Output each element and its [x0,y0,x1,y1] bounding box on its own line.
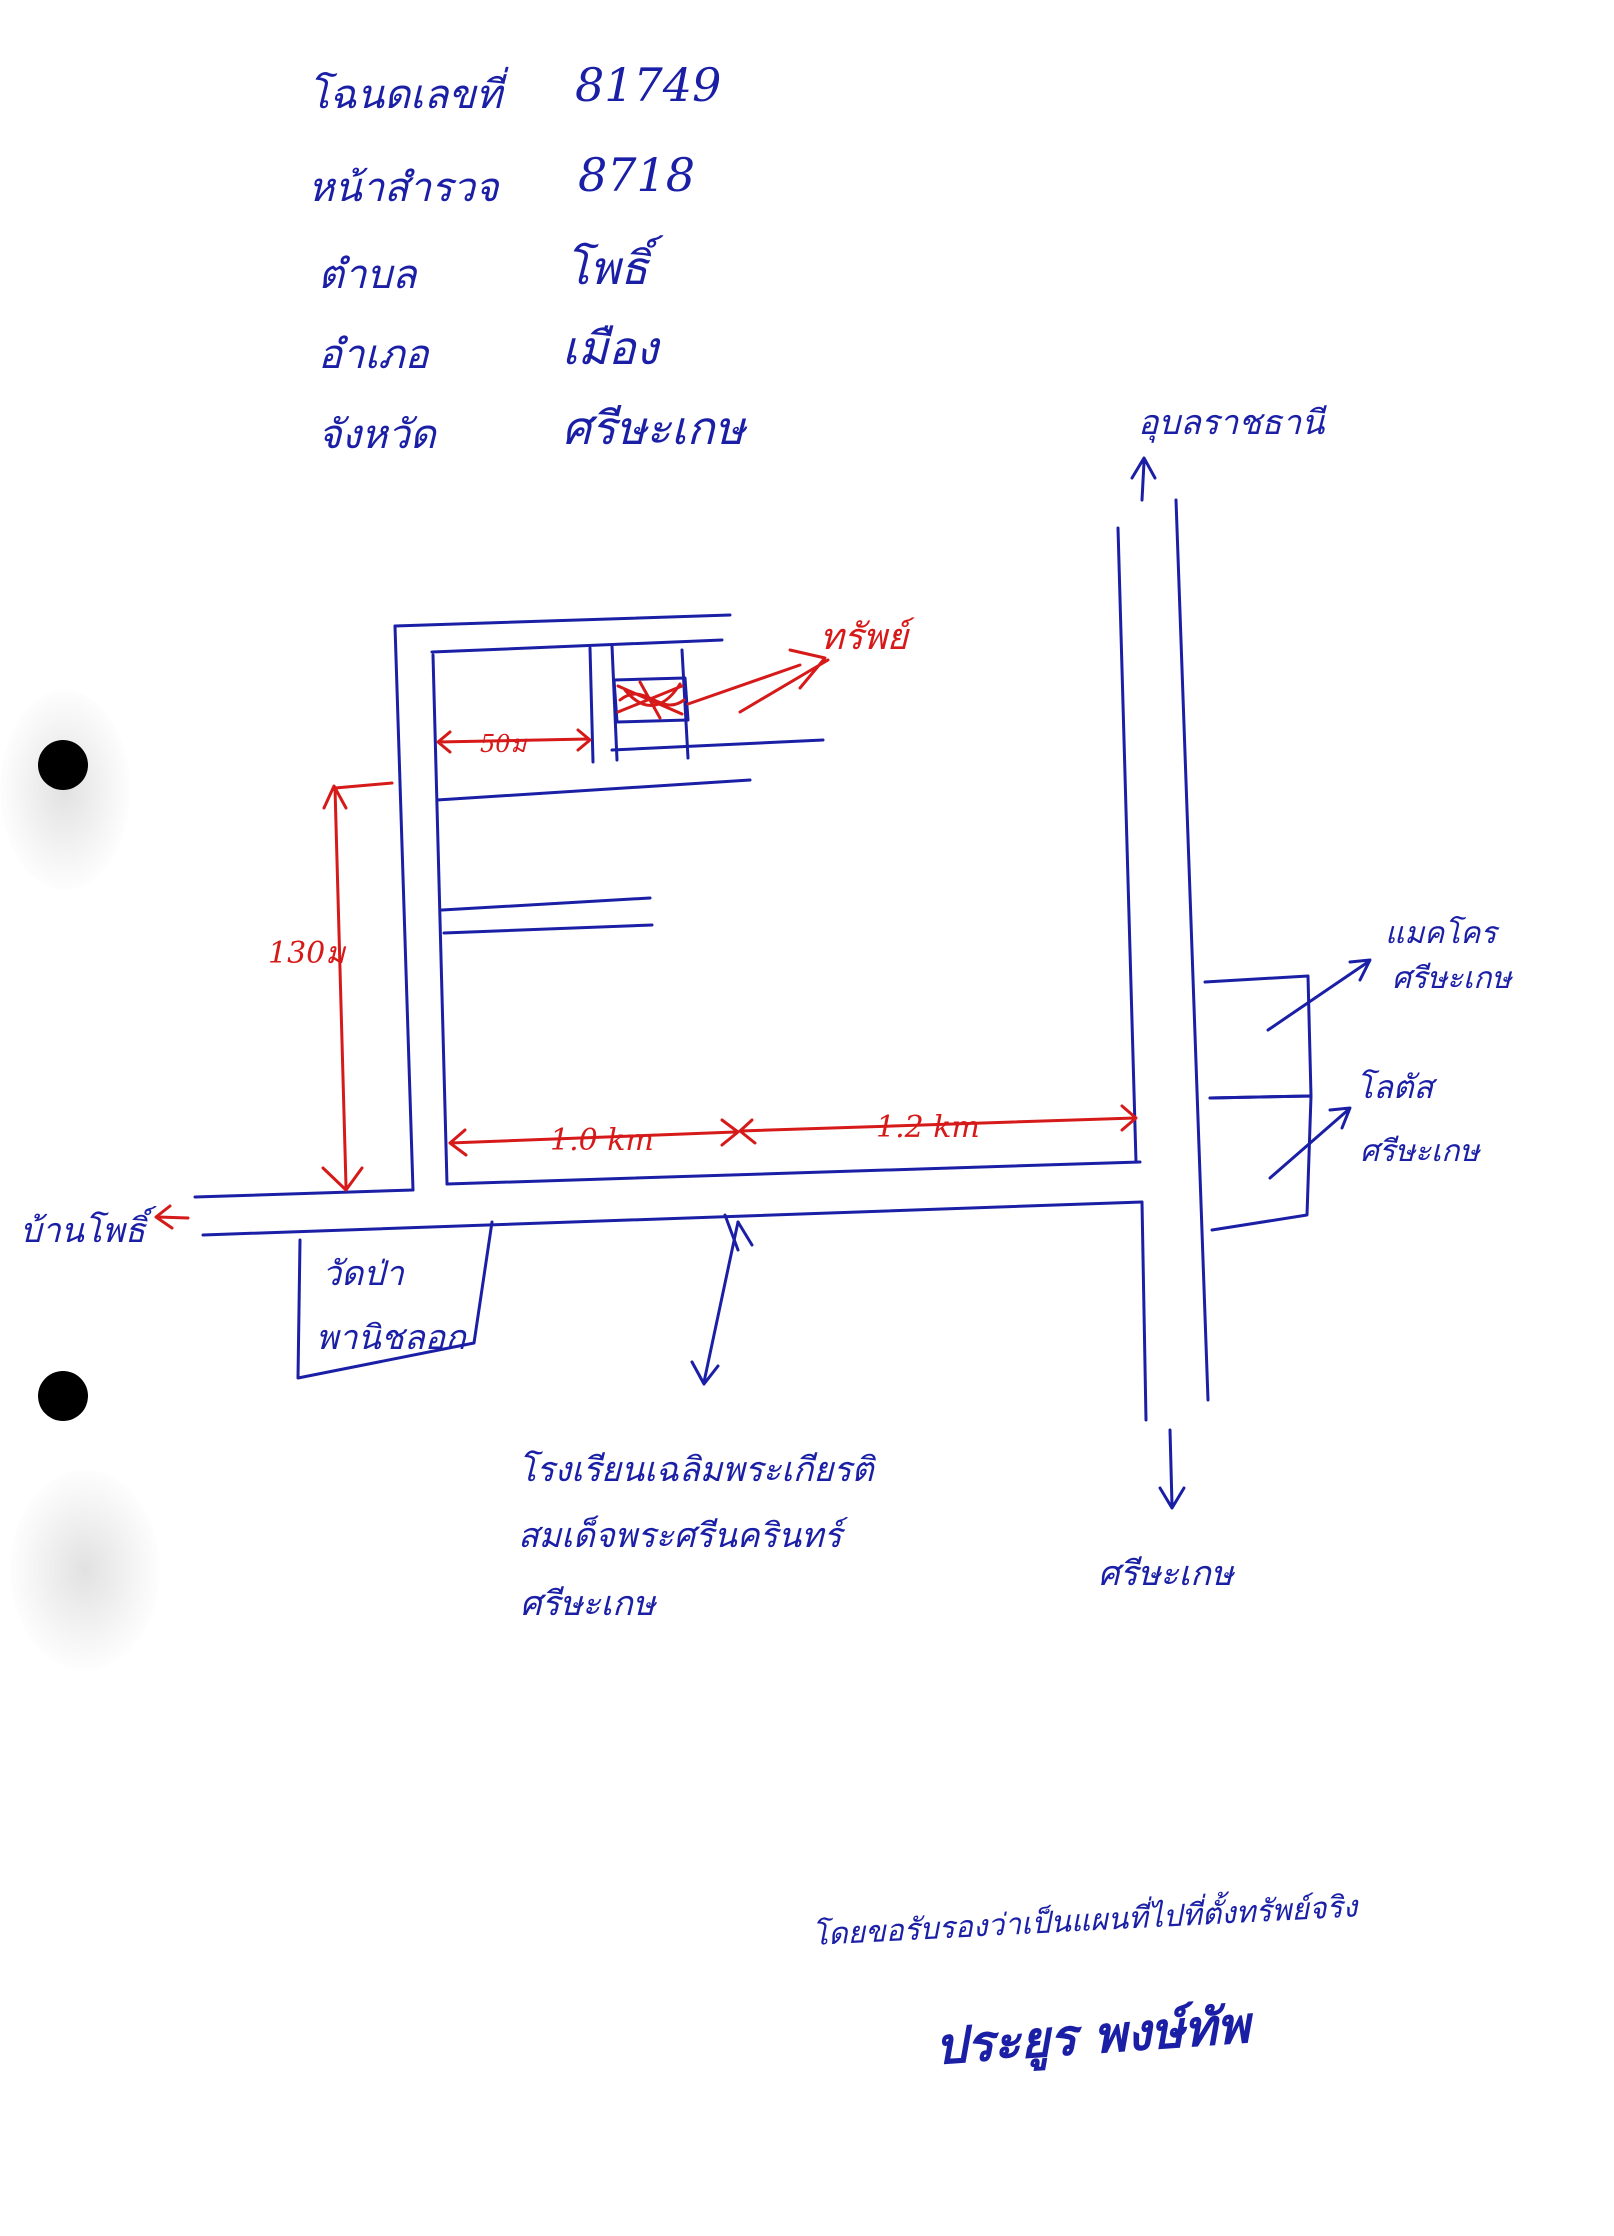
main-road-north-edge [193,1188,415,1199]
branch-road [435,778,752,802]
distance-1-2km-label: 1.2 km [876,1110,980,1145]
school-label-line1: โรงเรียนเฉลิมพระเกียรติ [518,1450,874,1490]
makro-label-line1: แมคโคร [1385,916,1497,951]
dimension-50m [436,728,592,754]
header-label-subdistrict: ตำบล [318,252,417,298]
header-label-deed-number: โฉนดเลขที่ [308,72,502,118]
plot-boundary [588,646,595,764]
distance-1km-label: 1.0 km [550,1123,654,1158]
soi-west-edge [393,624,415,1192]
lotus-label-line2: ศรีษะเกษ [1360,1134,1480,1169]
branch-road [610,738,825,752]
highway-west-edge [1140,1200,1148,1422]
temple-label-line1: วัดป่า [322,1254,404,1294]
temple-label-line2: พานิชลอก [316,1318,466,1358]
temple-box [296,1220,494,1380]
plot-boundary [680,648,690,760]
school-arrow [690,1220,740,1386]
lotus-label-line1: โลตัส [1356,1068,1434,1106]
south-arrow [1158,1428,1186,1510]
makro-pointer [1266,958,1372,1032]
header-value-deed-number: 81749 [575,58,722,112]
header-label-province: จังหวัด [318,412,436,458]
property-label: ทรัพย์ [820,617,908,658]
property-crosshatch [616,680,686,720]
header-value-subdistrict: โพธิ์ [565,241,649,295]
lotus-building [1208,1094,1313,1232]
north-direction-label: อุบลราชธานี [1138,403,1325,443]
south-direction-label: ศรีษะเกษ [1098,1554,1234,1594]
dimension-130m [321,781,394,1192]
highway-east-edge [1174,498,1210,1402]
header-value-province: ศรีษะเกษ [562,401,745,455]
header-value-survey-page: 8718 [578,148,696,202]
scan-smudge [10,1470,160,1670]
north-arrow [1130,456,1157,502]
distance-130m-label: 130ม [268,936,346,971]
property-pointer [686,648,830,714]
school-label-line2: สมเด็จพระศรีนครินทร์ [518,1516,842,1556]
branch-road [430,638,724,654]
main-road-north-edge [445,1160,1142,1186]
dimension-1-2km [738,1104,1138,1145]
side-branch [442,923,654,935]
distance-50m-label: 50ม [480,730,527,758]
header-label-survey-page: หน้าสำรวจ [308,165,499,211]
header-label-district: อำเภอ [318,332,429,378]
soi-east-edge [431,653,449,1186]
lotus-pointer [1268,1106,1352,1180]
punch-hole [38,1371,88,1421]
makro-label-line2: ศรีษะเกษ [1392,961,1512,996]
header-value-district: เมือง [562,321,659,375]
highway-west-edge [1116,526,1138,1164]
scan-smudge [0,690,130,890]
punch-hole [38,740,88,790]
west-direction-label: บ้านโพธิ์ [20,1211,146,1251]
side-branch [440,896,652,912]
property-plot [612,676,690,724]
west-arrow [154,1204,190,1230]
makro-building [1203,974,1313,1100]
dimension-1km [448,1118,740,1157]
school-arrow-head [723,1213,754,1252]
main-road-south-edge [201,1200,1144,1237]
school-label-line3: ศรีษะเกษ [520,1584,656,1624]
soi-top-edge [393,613,732,628]
